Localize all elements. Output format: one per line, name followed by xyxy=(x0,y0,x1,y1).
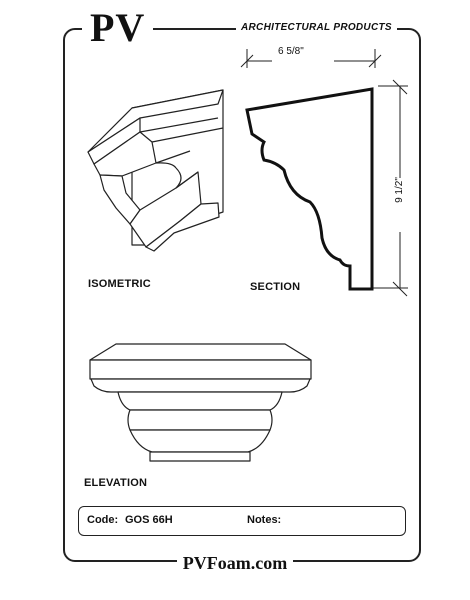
height-dimension xyxy=(372,79,408,297)
code-label: Code: xyxy=(87,514,119,526)
brand-logo: PV xyxy=(82,8,154,48)
width-dimension xyxy=(240,49,382,68)
section-profile xyxy=(245,87,374,291)
elevation-label: ELEVATION xyxy=(84,477,148,489)
isometric-label: ISOMETRIC xyxy=(88,278,151,290)
width-dimension-label: 6 5/8" xyxy=(278,46,304,57)
website-text: PVFoam.com xyxy=(176,553,294,573)
height-dimension-label: 9 1/2" xyxy=(394,177,405,203)
footer-website: PVFoam.com xyxy=(0,553,470,575)
code-value: GOS 66H xyxy=(125,514,173,526)
notes-label: Notes: xyxy=(247,514,282,526)
section-label: SECTION xyxy=(250,281,301,293)
isometric-view xyxy=(87,89,224,252)
info-box: Code: GOS 66H Notes: xyxy=(78,506,406,536)
elevation-view xyxy=(89,343,312,462)
brand-subtitle: ARCHITECTURAL PRODUCTS xyxy=(236,22,397,34)
